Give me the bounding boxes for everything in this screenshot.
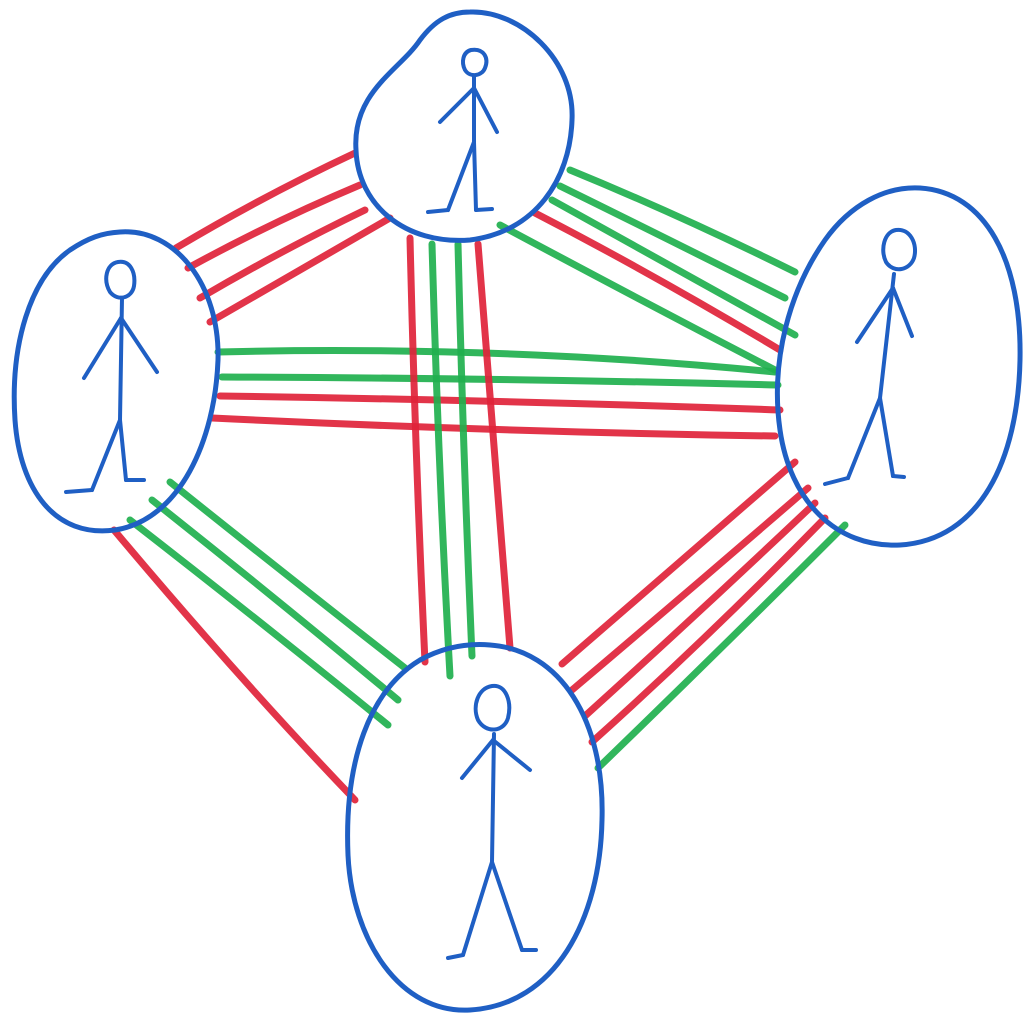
link-top-right (496, 166, 799, 374)
link-left-right-red-2 (208, 414, 779, 440)
node-top (353, 9, 575, 243)
link-left-top-red-4 (206, 214, 394, 326)
link-left-top (172, 149, 394, 326)
node-left (11, 229, 221, 534)
links-layer (110, 149, 849, 804)
link-top-right-green-3 (548, 196, 799, 339)
link-right-bottom-green-1 (594, 521, 849, 772)
link-top-right-green-4 (496, 221, 779, 374)
link-top-right-red-1 (531, 209, 784, 354)
node-left-outline (11, 229, 221, 534)
link-left-top-red-1 (172, 149, 359, 252)
node-right-outline (774, 185, 1023, 548)
link-left-bottom-green-3 (166, 478, 409, 672)
node-right (774, 185, 1023, 548)
link-right-bottom-red-4 (588, 514, 829, 746)
nodes-layer (11, 9, 1023, 1013)
stick-figure-icon (823, 227, 917, 486)
link-left-bottom-red-1 (110, 526, 359, 804)
link-right-bottom-red-2 (568, 484, 812, 694)
link-top-bottom-green-2 (454, 240, 476, 660)
link-left-right-green-1 (214, 347, 779, 376)
link-left-bottom (110, 478, 409, 804)
stick-figure-icon (426, 47, 499, 214)
link-right-bottom (558, 458, 849, 772)
link-top-right-green-1 (566, 166, 799, 276)
node-bottom (345, 642, 605, 1013)
link-right-bottom-red-3 (581, 499, 819, 720)
stick-figure-icon (446, 683, 538, 960)
link-top-bottom (406, 234, 514, 680)
node-bottom-outline (345, 642, 605, 1013)
link-top-right-green-2 (556, 182, 789, 302)
link-left-bottom-green-2 (148, 496, 402, 704)
link-left-top-red-3 (196, 206, 369, 302)
link-left-right (208, 347, 784, 440)
stick-figure-icon (64, 259, 159, 494)
link-left-top-red-2 (184, 181, 364, 272)
link-top-bottom-red-2 (474, 240, 514, 652)
link-left-right-green-2 (218, 373, 782, 389)
link-left-right-red-1 (216, 392, 784, 414)
link-left-bottom-green-1 (126, 516, 392, 729)
link-top-bottom-red-1 (406, 234, 429, 666)
link-right-bottom-red-1 (558, 458, 799, 668)
node-top-outline (353, 9, 575, 243)
link-top-bottom-green-1 (428, 240, 454, 680)
